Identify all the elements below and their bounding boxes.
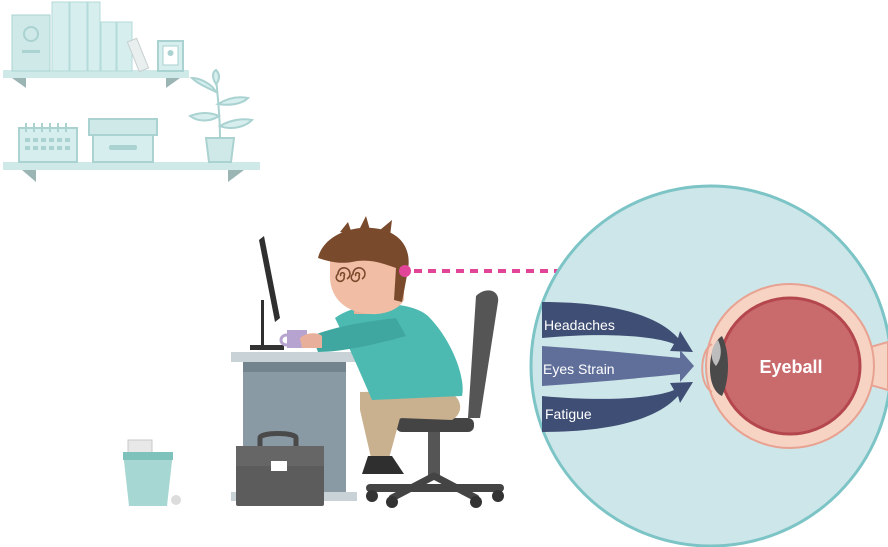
eyeball-label: Eyeball xyxy=(759,357,822,377)
monitor-icon xyxy=(250,236,284,350)
potted-plant-icon xyxy=(187,68,255,163)
spiral-eyes-icon xyxy=(335,267,366,283)
trash-bin-icon xyxy=(123,439,181,506)
bookshelf-icon xyxy=(11,1,150,73)
picture-frame-icon xyxy=(157,40,184,72)
office-chair-icon xyxy=(366,290,504,508)
symptom-label-fatigue: Fatigue xyxy=(545,406,592,422)
top-shelf xyxy=(3,70,189,88)
symptom-arrow-headaches xyxy=(542,302,693,352)
calendar-icon xyxy=(18,123,78,163)
briefcase-icon xyxy=(236,431,324,506)
storage-box-icon xyxy=(88,118,158,163)
symptom-arrow-eyes-strain xyxy=(542,346,694,386)
person xyxy=(300,216,463,474)
symptom-arrow-fatigue xyxy=(542,382,693,432)
symptom-label-eyes-strain: Eyes Strain xyxy=(543,361,615,377)
second-shelf xyxy=(3,162,260,182)
eyeball-icon xyxy=(701,283,888,449)
symptom-label-headaches: Headaches xyxy=(544,317,615,333)
